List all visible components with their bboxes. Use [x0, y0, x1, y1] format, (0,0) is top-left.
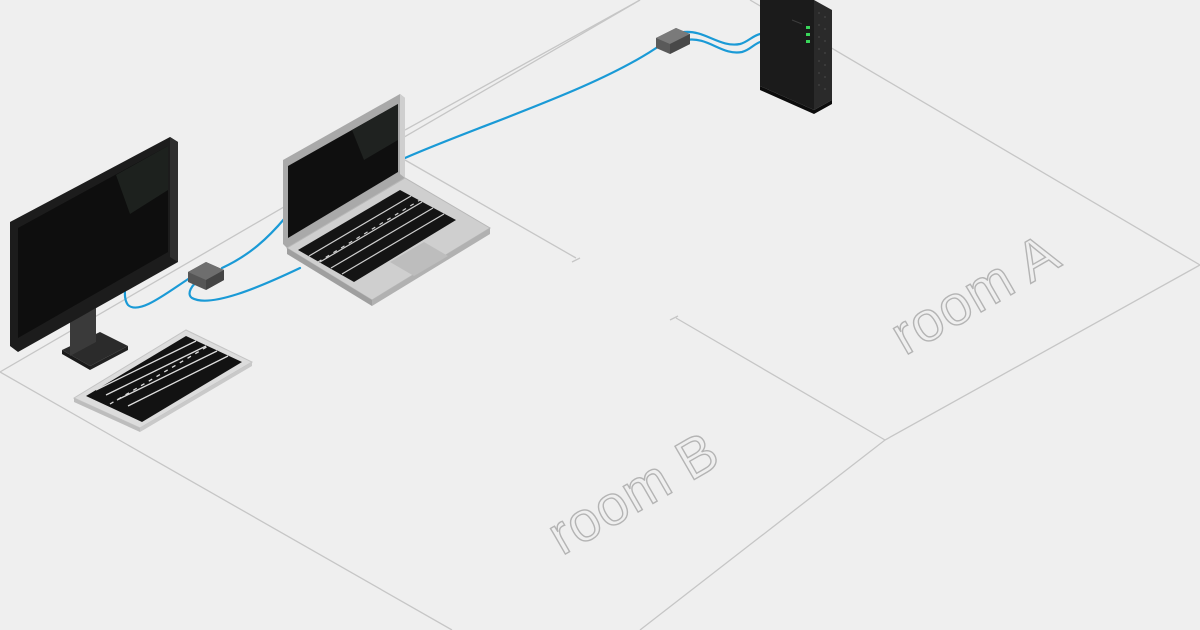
cable-laptop-to-adapter-2	[188, 266, 302, 302]
monitor-icon	[10, 137, 178, 370]
laptop-screen-reflection	[352, 104, 398, 160]
cable-laptop-to-powerline	[403, 42, 664, 160]
cables	[123, 30, 762, 309]
room-a-label: room A	[880, 220, 1070, 366]
cable-powerline-to-router-1	[682, 30, 762, 46]
router-side	[814, 0, 832, 110]
cable-powerline-to-router-2	[684, 38, 762, 54]
laptop-icon	[283, 94, 491, 306]
monitor-reflection	[116, 146, 168, 214]
router-leds	[806, 26, 810, 43]
monitor-stand-base	[62, 332, 128, 366]
keyboard-icon	[72, 329, 254, 432]
room-b-label: room B	[537, 419, 730, 567]
usb-adapter-icon	[188, 262, 224, 290]
laptop-keyboard	[298, 190, 456, 282]
floor-edge-top	[404, 0, 641, 131]
laptop-trackpad	[390, 242, 448, 276]
router-vents	[818, 12, 826, 90]
wall-fragment	[404, 159, 581, 263]
router-front	[760, 0, 814, 110]
dividing-wall	[669, 315, 886, 441]
cable-adapter-to-monitor	[123, 272, 198, 309]
laptop-key-grid	[308, 195, 445, 275]
powerline-adapter-icon	[656, 28, 690, 54]
monitor-stand-neck	[70, 308, 96, 356]
router-icon	[760, 0, 832, 114]
keyboard-key-grid	[95, 340, 229, 407]
router-port-line	[791, 19, 803, 25]
cable-laptop-to-adapter	[220, 216, 287, 270]
